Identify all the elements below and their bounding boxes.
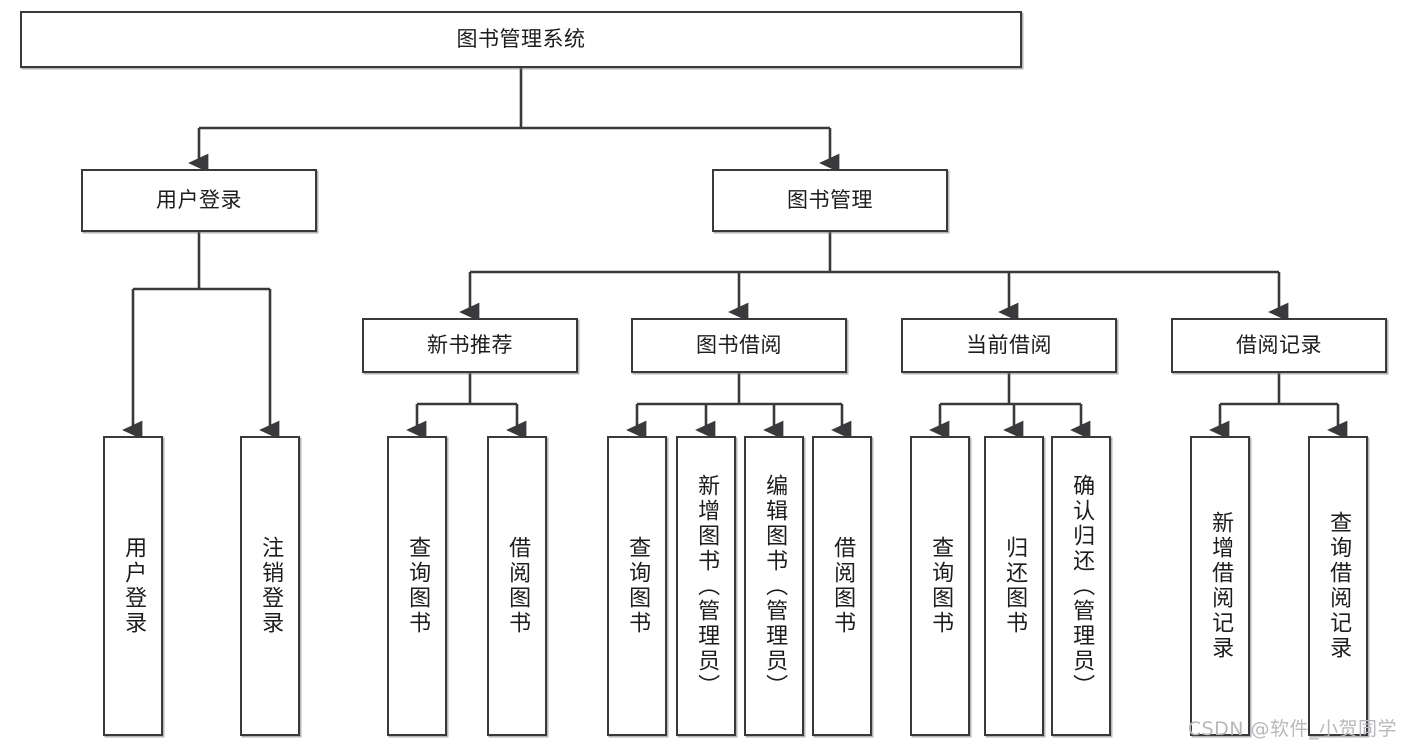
leaf-node[interactable]: 查询图书 [387, 436, 447, 736]
node-label: 图书管理 [787, 188, 873, 213]
level2-node[interactable]: 新书推荐 [362, 318, 578, 373]
leaf-node[interactable]: 注销登录 [240, 436, 300, 736]
node-label: 新增图书（管理员） [694, 473, 720, 699]
node-label: 用户登录 [156, 188, 242, 213]
node-label: 借阅记录 [1236, 333, 1322, 358]
node-label: 归还图书 [1002, 536, 1028, 636]
level2-node[interactable]: 图书借阅 [631, 318, 847, 373]
leaf-node[interactable]: 查询图书 [607, 436, 667, 736]
leaf-node[interactable]: 查询图书 [910, 436, 970, 736]
node-label: 用户登录 [121, 536, 147, 636]
node-label: 查询借阅记录 [1326, 511, 1352, 661]
leaf-node[interactable]: 借阅图书 [812, 436, 872, 736]
leaf-node[interactable]: 查询借阅记录 [1308, 436, 1368, 736]
node-label: 确认归还（管理员） [1069, 473, 1095, 699]
leaf-node[interactable]: 归还图书 [984, 436, 1044, 736]
level2-node[interactable]: 当前借阅 [901, 318, 1117, 373]
node-label: 注销登录 [258, 536, 284, 636]
node-label: 借阅图书 [830, 536, 856, 636]
level2-node[interactable]: 借阅记录 [1171, 318, 1387, 373]
node-label: 新增借阅记录 [1208, 511, 1234, 661]
node-label: 当前借阅 [966, 333, 1052, 358]
leaf-node[interactable]: 编辑图书（管理员） [744, 436, 804, 736]
node-label: 查询图书 [928, 536, 954, 636]
node-label: 图书借阅 [696, 333, 782, 358]
node-label: 查询图书 [405, 536, 431, 636]
node-label: 查询图书 [625, 536, 651, 636]
node-label: 编辑图书（管理员） [762, 473, 788, 699]
leaf-node[interactable]: 新增图书（管理员） [676, 436, 736, 736]
level1-node[interactable]: 用户登录 [81, 169, 317, 232]
node-label: 借阅图书 [505, 536, 531, 636]
node-label: 新书推荐 [427, 333, 513, 358]
leaf-node[interactable]: 借阅图书 [487, 436, 547, 736]
leaf-node[interactable]: 用户登录 [103, 436, 163, 736]
leaf-node[interactable]: 确认归还（管理员） [1051, 436, 1111, 736]
node-label: 图书管理系统 [456, 27, 586, 52]
root-node[interactable]: 图书管理系统 [20, 11, 1022, 68]
level1-node[interactable]: 图书管理 [712, 169, 948, 232]
leaf-node[interactable]: 新增借阅记录 [1190, 436, 1250, 736]
